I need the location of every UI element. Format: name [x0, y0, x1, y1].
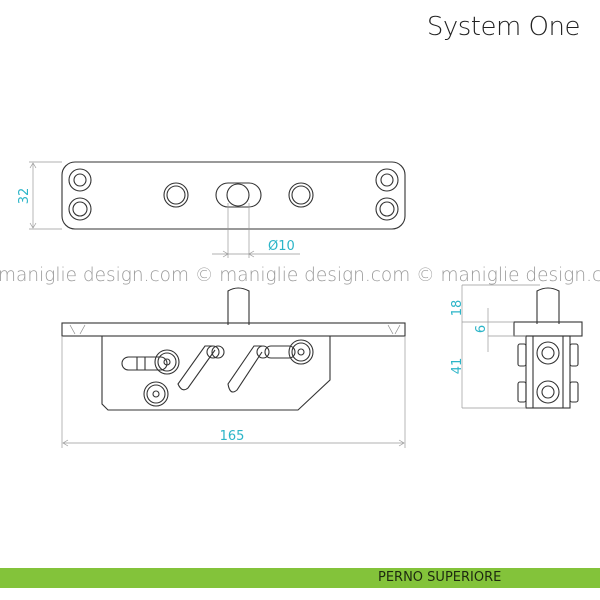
screw — [154, 349, 180, 375]
watermark: maniglie design.com © maniglie design.co… — [0, 265, 600, 286]
footer-label: PERNO SUPERIORE — [378, 570, 502, 585]
front-view — [61, 287, 406, 448]
dim-pin-diameter: Ø10 — [268, 239, 295, 254]
dim-length: 165 — [220, 429, 245, 444]
dim-pin-height: 18 — [450, 300, 465, 317]
screw — [288, 339, 314, 365]
dim-plate-thickness: 6 — [474, 325, 489, 333]
dim-body-height: 41 — [450, 358, 465, 375]
top-view — [29, 161, 406, 258]
footer-bar: PERNO SUPERIORE — [0, 568, 600, 588]
side-view — [461, 284, 583, 409]
screw — [143, 381, 169, 407]
page-title: System One — [426, 12, 581, 42]
dim-height-top: 32 — [17, 188, 32, 205]
